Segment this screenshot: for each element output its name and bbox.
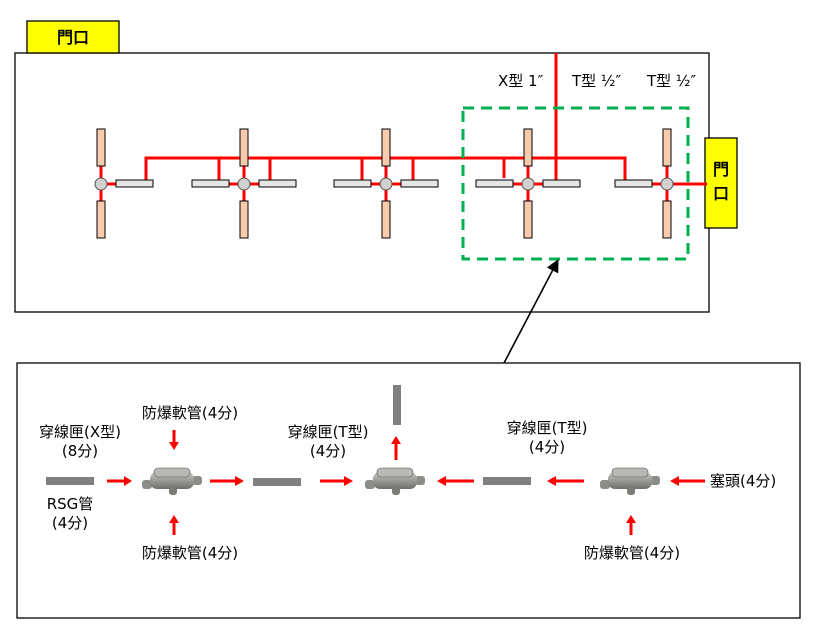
junction-node bbox=[237, 177, 251, 191]
door-right: 門 口 bbox=[704, 137, 738, 229]
rsg-pipe-left bbox=[46, 477, 94, 485]
mid-fitting-label-2: (4分) bbox=[310, 442, 346, 460]
junction-node bbox=[94, 177, 108, 191]
vertical-pad-top bbox=[662, 128, 672, 167]
door-top: 門口 bbox=[26, 20, 120, 54]
flex-top-left-label: 防爆軟管(4分) bbox=[142, 404, 238, 422]
fitting-label-t1: T型 ½″ bbox=[571, 72, 621, 90]
junction-node bbox=[379, 177, 393, 191]
detail-panel: 防爆軟管(4分) 穿線匣(X型) (8分) RSG管 (4分) 防爆軟管(4分)… bbox=[16, 362, 801, 619]
arrow-down-1 bbox=[169, 430, 179, 450]
vertical-pad-bottom bbox=[96, 200, 106, 239]
detail-frame bbox=[16, 362, 801, 619]
highlight-box bbox=[461, 106, 690, 261]
floor-plan-panel: 門口 門 口 X型 1″ T型 ½″ T型 ½″ bbox=[14, 20, 738, 364]
door-right-label-2: 口 bbox=[713, 184, 729, 203]
vertical-pad-bottom bbox=[523, 200, 533, 239]
plug-label: 塞頭(4分) bbox=[710, 472, 776, 490]
flex-bottom-left-label: 防爆軟管(4分) bbox=[142, 544, 238, 562]
light-units bbox=[94, 128, 707, 239]
vertical-pad-top bbox=[381, 128, 391, 167]
arrow-up-1 bbox=[169, 515, 179, 535]
fitting-label-x: X型 1″ bbox=[498, 72, 544, 90]
arrow-up-2 bbox=[391, 436, 401, 460]
junction-node bbox=[521, 177, 535, 191]
vertical-pad-top bbox=[523, 128, 533, 167]
arrow-left-1 bbox=[437, 476, 474, 486]
horizontal-pad-left bbox=[191, 179, 230, 188]
conduit-box-icon bbox=[142, 467, 202, 495]
mid-fitting-label-1: 穿線匣(T型) bbox=[288, 423, 369, 441]
vertical-pad-bottom bbox=[239, 200, 249, 239]
arrow-right-3 bbox=[320, 476, 353, 486]
right-fitting-label-1: 穿線匣(T型) bbox=[507, 419, 588, 437]
arrow-right-2 bbox=[210, 476, 244, 486]
rsg-label-2: (4分) bbox=[52, 514, 88, 532]
arrow-left-3 bbox=[670, 476, 705, 486]
light-unit bbox=[94, 128, 154, 239]
flex-bottom-right-label: 防爆軟管(4分) bbox=[584, 544, 680, 562]
pipe-segment-1 bbox=[253, 478, 301, 486]
fitting-label-t2: T型 ½″ bbox=[646, 72, 696, 90]
pipe-segment-vertical bbox=[393, 385, 401, 425]
arrow-right-1 bbox=[107, 476, 132, 486]
rsg-label-1: RSG管 bbox=[47, 495, 94, 513]
vertical-pad-top bbox=[96, 128, 106, 167]
door-top-label: 門口 bbox=[57, 28, 89, 47]
vertical-pad-bottom bbox=[381, 200, 391, 239]
arrow-up-3 bbox=[626, 515, 636, 535]
light-unit bbox=[333, 128, 439, 239]
horizontal-pad-right bbox=[115, 179, 154, 188]
pipe-segment-2 bbox=[483, 477, 531, 485]
conduit-box-icon bbox=[600, 467, 660, 495]
junction-node bbox=[660, 177, 674, 191]
conduit-box-icon bbox=[365, 467, 425, 495]
door-right-label-1: 門 bbox=[713, 160, 729, 179]
pipes bbox=[46, 385, 531, 486]
light-unit bbox=[191, 128, 297, 239]
left-fitting-label-1: 穿線匣(X型) bbox=[39, 423, 121, 441]
horizontal-pad-right bbox=[400, 179, 439, 188]
vertical-pad-bottom bbox=[662, 200, 672, 239]
horizontal-pad-left bbox=[475, 179, 514, 188]
horizontal-pad-right bbox=[542, 179, 581, 188]
horizontal-pad-right bbox=[258, 179, 297, 188]
conduit-fittings bbox=[142, 467, 660, 495]
left-fitting-label-2: (8分) bbox=[62, 442, 98, 460]
right-fitting-label-2: (4分) bbox=[529, 438, 565, 456]
horizontal-pad-left bbox=[333, 179, 372, 188]
flow-arrows bbox=[107, 430, 705, 535]
arrow-left-2 bbox=[547, 476, 584, 486]
vertical-pad-top bbox=[239, 128, 249, 167]
callout-arrow bbox=[503, 259, 559, 364]
light-unit bbox=[475, 128, 581, 239]
light-unit bbox=[614, 128, 707, 239]
horizontal-pad-left bbox=[614, 179, 653, 188]
